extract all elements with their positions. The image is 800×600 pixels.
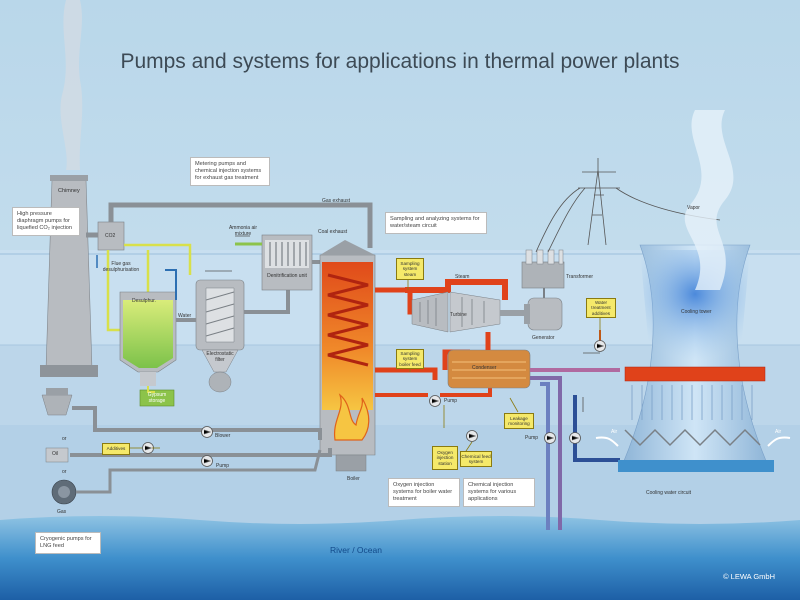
vapor-label: Vapor (687, 205, 700, 211)
oil-label: Oil (52, 451, 59, 457)
water-label: Water (178, 313, 192, 319)
air-label-right: Air (775, 429, 782, 435)
flue-gas-label: Flue gas desulphurisation (102, 261, 140, 273)
info-box-high-pressure: High pressure diaphragm pumps for liquef… (12, 207, 80, 236)
pump-label-fuel: Pump (216, 463, 230, 469)
gas-exhaust-label: Gas exhaust (322, 198, 351, 204)
info-box-metering: Metering pumps and chemical injection sy… (190, 157, 270, 186)
info-box-chemical: Chemical injection systems for various a… (463, 478, 535, 507)
air-label-left: Air (611, 429, 618, 435)
condenser-label: Condenser (472, 365, 497, 371)
info-box-sampling: Sampling and analyzing systems for water… (385, 212, 487, 234)
blower-label: Blower (215, 433, 231, 439)
desulphur-label: Desulphur. (132, 298, 156, 304)
electrostatic-label: Electrostatic filter (206, 351, 234, 363)
pump-label-feed: Pump (444, 398, 458, 404)
info-box-cryogenic: Cryogenic pumps for LNG feed (35, 532, 101, 554)
river-label: River / Ocean (330, 545, 382, 555)
leakage-monitoring-box: Leakage monitoring (504, 413, 534, 429)
gypsum-label: Gypsum storage (147, 392, 167, 404)
steam-label: Steam (455, 274, 470, 280)
generator-label: Generator (532, 335, 555, 341)
cooling-tower-label: Cooling tower (681, 309, 712, 315)
sampling-boiler-box: Sampling system boiler feed (396, 349, 424, 369)
gas-label: Gas (57, 509, 67, 515)
ammonia-label: Ammonia air mixture (228, 225, 258, 237)
boiler-label: Boiler (347, 476, 360, 482)
water-treatment-box: Water treatment additives (586, 298, 616, 318)
info-box-oxygen: Oxygen injection systems for boiler wate… (388, 478, 460, 507)
denitrification-label: Denitrification unit (267, 273, 307, 279)
or-label-2: or (62, 469, 67, 475)
or-label-1: or (62, 436, 67, 442)
page-title: Pumps and systems for applications in th… (120, 50, 680, 73)
sampling-steam-box: Sampling system steam (396, 258, 424, 280)
coal-exhaust-label: Coal exhaust (318, 229, 348, 235)
oxygen-station-box: Oxygen injection station (432, 446, 458, 470)
pump-label-cooling: Pump (525, 435, 539, 441)
copyright-text: © LEWA GmbH (723, 572, 775, 581)
additives-box: Additives (102, 443, 130, 455)
transformer-label: Transformer (566, 274, 594, 280)
chimney-label: Chimney (58, 188, 80, 194)
chemical-feed-box: Chemical feed system (460, 451, 492, 467)
co2-label: CO2 (105, 233, 116, 239)
turbine-label: Turbine (450, 312, 467, 318)
cooling-water-label: Cooling water circuit (646, 490, 692, 496)
